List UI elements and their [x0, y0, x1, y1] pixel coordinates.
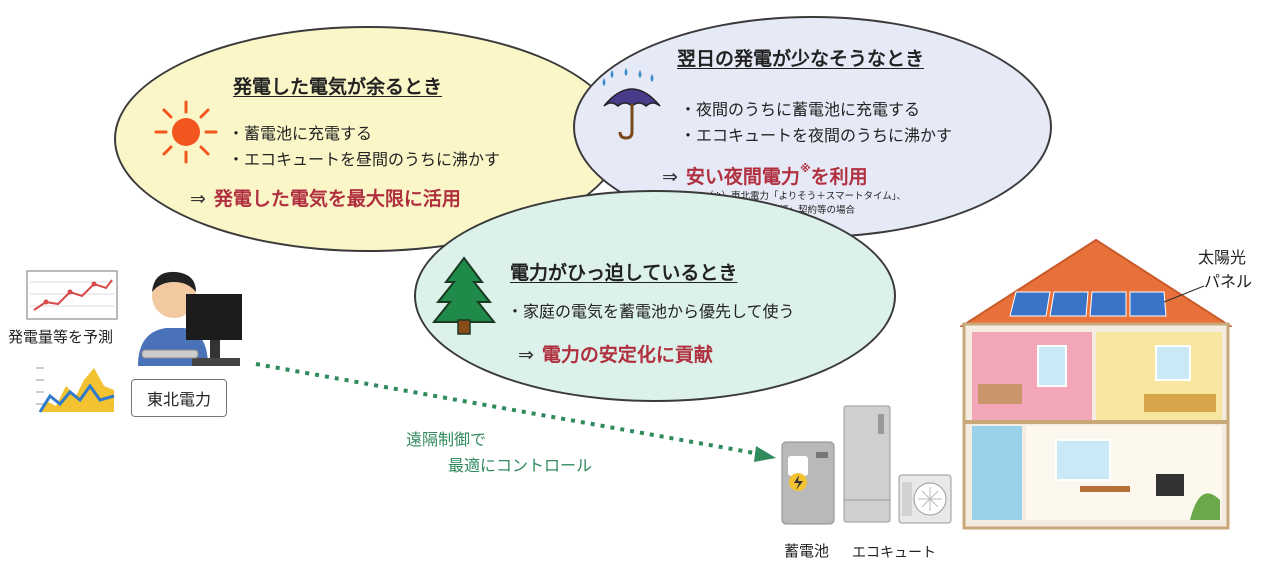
- tight-supply-item-1: ・家庭の電気を蓄電池から優先して使う: [507, 302, 795, 321]
- remote-control-arrow: [255, 362, 776, 462]
- area-chart-icon: [36, 367, 115, 413]
- low-generation-title: 翌日の発電が少なそうなとき: [677, 48, 925, 70]
- note-mark: ※: [799, 162, 811, 175]
- tight-supply-result: ⇒ 電力の安定化に貢献: [518, 340, 713, 367]
- battery-label: 蓄電池: [784, 542, 830, 560]
- battery-icon: [781, 441, 835, 525]
- solar-label-pointer: [1163, 285, 1205, 303]
- ecocute-label: エコキュート: [852, 545, 936, 561]
- umbrella-rain-icon: [602, 68, 661, 140]
- tight-supply-bubble: [414, 190, 896, 402]
- solar-panel-label-line-1: 太陽光: [1198, 248, 1247, 267]
- low-generation-result: ⇒ 安い夜間電力※を利用: [662, 162, 868, 189]
- ecocute-tank-icon: [843, 405, 891, 523]
- tight-supply-result-text: 電力の安定化に貢献: [541, 344, 713, 366]
- low-generation-item-1: ・夜間のうちに蓄電池に充電する: [680, 100, 921, 119]
- low-generation-item-2: ・エコキュートを夜間のうちに沸かす: [680, 126, 953, 145]
- house-illustration: [960, 238, 1232, 530]
- solar-panel-label-line-2: パネル: [1204, 272, 1253, 291]
- remote-control-line-2: 最適にコントロール: [448, 456, 593, 475]
- result-arrow: ⇒: [190, 188, 206, 210]
- tohoku-electric-label: 東北電力: [131, 379, 227, 417]
- sun-icon: [154, 100, 218, 164]
- low-generation-result-text: 安い夜間電力: [685, 166, 800, 188]
- line-chart-icon: [26, 270, 118, 320]
- heat-pump-unit-icon: [898, 474, 952, 524]
- surplus-result: ⇒ 発電した電気を最大限に活用: [190, 184, 461, 211]
- low-generation-result-suffix: を利用: [810, 166, 868, 188]
- tree-icon: [432, 256, 496, 335]
- surplus-item-2: ・エコキュートを昼間のうちに沸かす: [228, 150, 501, 169]
- tight-supply-title: 電力がひっ迫しているとき: [510, 262, 738, 284]
- operator-person-icon: [138, 271, 242, 366]
- footnote-line-1: （※）東北電力「よりそう＋スマートタイム」、: [704, 191, 907, 202]
- result-arrow: ⇒: [518, 344, 534, 366]
- surplus-item-1: ・蓄電池に充電する: [228, 124, 373, 143]
- forecast-label: 発電量等を予測: [8, 328, 114, 346]
- remote-control-line-1: 遠隔制御で: [406, 430, 487, 449]
- surplus-result-text: 発電した電気を最大限に活用: [213, 188, 461, 210]
- result-arrow: ⇒: [662, 166, 678, 188]
- surplus-title: 発電した電気が余るとき: [233, 76, 443, 98]
